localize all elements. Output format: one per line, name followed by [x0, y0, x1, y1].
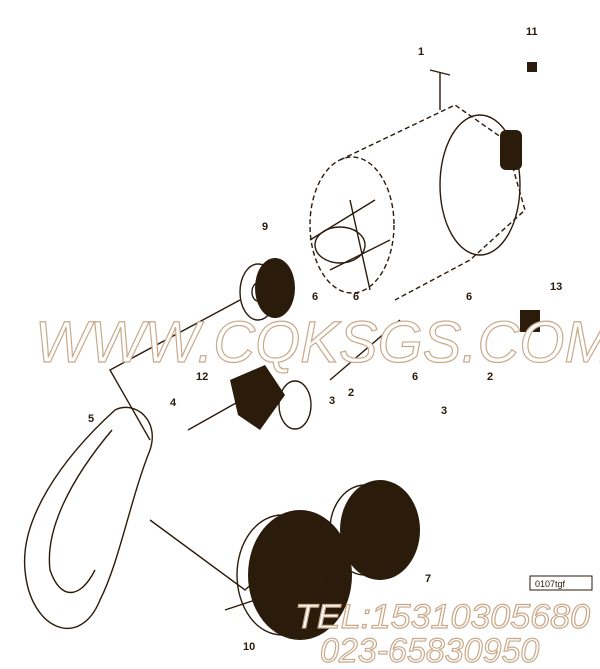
- figure-tag-box: [529, 575, 593, 591]
- callout-4: 4: [170, 397, 177, 409]
- callout-6: 6: [412, 371, 418, 383]
- watermark-phone: TEL:15310305680: [295, 598, 590, 636]
- figure-tag: 0107tgf: [535, 579, 566, 589]
- bolt-10: [224, 599, 256, 611]
- callout-2: 2: [487, 371, 493, 383]
- drive-belt-5: [23, 406, 153, 630]
- callout-2: 2: [348, 387, 354, 399]
- callout-5: 5: [88, 413, 94, 425]
- callout-13: 13: [550, 281, 562, 293]
- belt-tensioner-12: [230, 365, 312, 430]
- callout-10: 10: [243, 641, 255, 653]
- callout-1: 1: [418, 46, 424, 58]
- callout-7: 7: [425, 573, 431, 585]
- callout-3: 3: [329, 395, 335, 407]
- bolt-4: [187, 402, 237, 431]
- watermark-site: WWW.CQKSGS.COM: [35, 310, 600, 375]
- callout-6: 6: [466, 291, 472, 303]
- callout-6: 6: [312, 291, 318, 303]
- elbow-fitting-1: [429, 69, 451, 110]
- pulley-7: [329, 480, 420, 580]
- callout-6: 6: [353, 291, 359, 303]
- callout-3: 3: [441, 405, 447, 417]
- pulley-9: [239, 258, 295, 321]
- alternator: [309, 104, 526, 301]
- callout-9: 9: [262, 221, 268, 233]
- callout-12: 12: [196, 371, 208, 383]
- watermark-phone2: 023-65830950: [320, 632, 539, 669]
- fitting-13: [520, 310, 540, 332]
- callout-11: 11: [526, 26, 538, 38]
- plug-11: [527, 62, 537, 72]
